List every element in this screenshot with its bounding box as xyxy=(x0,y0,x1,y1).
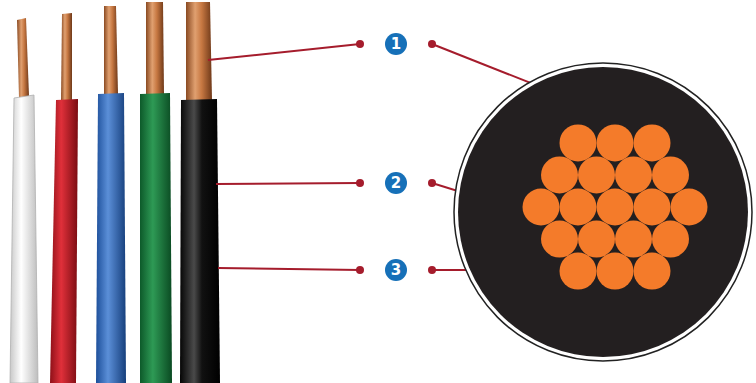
strand xyxy=(541,156,578,193)
strand xyxy=(578,221,615,258)
copper-conductor xyxy=(146,2,164,95)
strand xyxy=(634,124,671,161)
red-wire xyxy=(50,99,78,383)
insulation-section xyxy=(458,67,748,357)
strand xyxy=(634,189,671,226)
strand xyxy=(615,221,652,258)
blue-wire xyxy=(96,93,126,383)
strand xyxy=(671,189,708,226)
strand xyxy=(560,253,597,290)
strand xyxy=(597,253,634,290)
strand xyxy=(560,189,597,226)
strand xyxy=(597,189,634,226)
strand xyxy=(523,189,560,226)
strand xyxy=(615,156,652,193)
callout-number: 1 xyxy=(385,33,407,55)
strand xyxy=(541,221,578,258)
copper-conductor xyxy=(61,13,72,101)
copper-conductor xyxy=(104,6,118,95)
strand xyxy=(652,156,689,193)
outer-jacket xyxy=(454,63,752,361)
strand xyxy=(652,221,689,258)
strand xyxy=(560,124,597,161)
strand xyxy=(634,253,671,290)
green-wire xyxy=(140,93,172,383)
callout-number: 3 xyxy=(385,259,407,281)
callout-number: 2 xyxy=(385,172,407,194)
conductor-strands xyxy=(523,124,708,289)
white-wire xyxy=(10,95,38,383)
copper-conductor xyxy=(17,18,29,98)
leader-dots xyxy=(356,40,436,274)
copper-conductor xyxy=(186,2,212,101)
strand xyxy=(578,156,615,193)
black-wire xyxy=(180,99,220,383)
strand xyxy=(597,124,634,161)
